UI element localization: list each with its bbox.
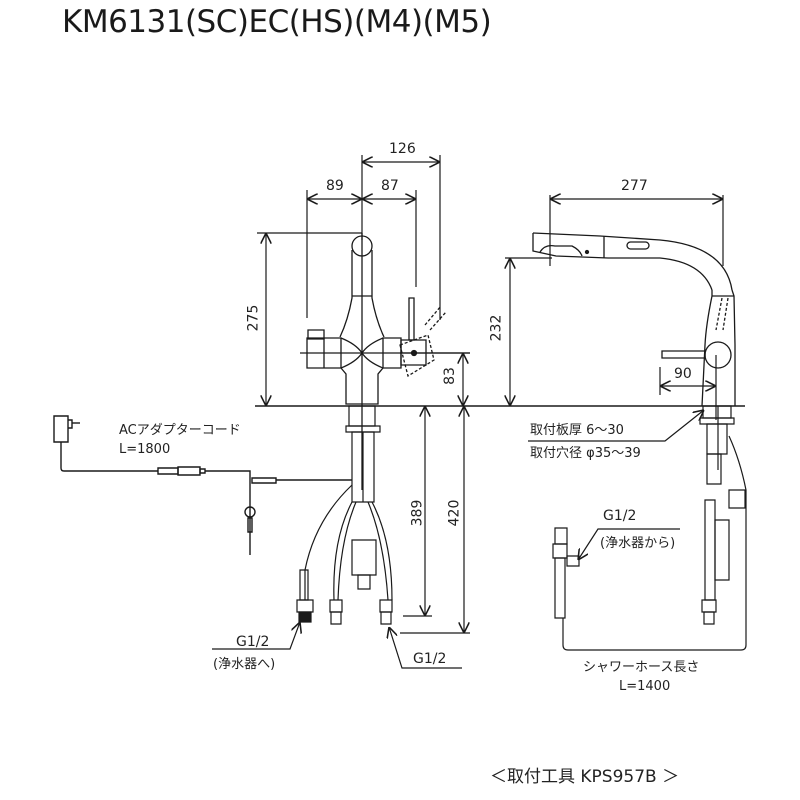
thread-right-label: G1/2 [413,651,447,667]
ac-adapter-label: ACアダプターコード [119,423,241,438]
side-faucet-body [533,233,735,406]
side-dimension-lines [505,195,723,420]
front-leader-lines [212,622,462,668]
front-hoses [297,406,392,624]
front-faucet-body [300,233,470,490]
dim-89: 89 [326,178,344,194]
dim-90: 90 [674,366,692,382]
ac-adapter-cord [54,416,352,555]
side-thread-label: G1/2 [603,508,637,524]
dim-87: 87 [381,178,399,194]
dim-83: 83 [441,367,458,385]
side-hoses [553,406,746,650]
ac-adapter-length: L=1800 [119,442,171,457]
hose-length-label: シャワーホース長さ [583,660,700,675]
mount-hole-label: 取付穴径 φ35～39 [530,446,641,461]
dim-277: 277 [621,178,648,194]
dim-275: 275 [245,304,262,332]
dim-232: 232 [488,314,505,342]
side-leader-lines [528,410,704,560]
install-tool-note: ＜取付工具 KPS957B ＞ [490,767,680,787]
front-dimension-lines [257,155,470,633]
mount-thickness-label: 取付板厚 6～30 [530,423,624,438]
dim-389: 389 [409,499,426,527]
dim-420: 420 [446,499,463,527]
model-title: KM6131(SC)EC(HS)(M4)(M5) [62,4,492,40]
thread-left-note: (浄水器へ) [213,657,276,672]
dim-126: 126 [389,141,416,157]
thread-left-label: G1/2 [236,634,270,650]
hose-length-value: L=1400 [619,679,671,694]
side-thread-note: (浄水器から) [600,536,676,551]
